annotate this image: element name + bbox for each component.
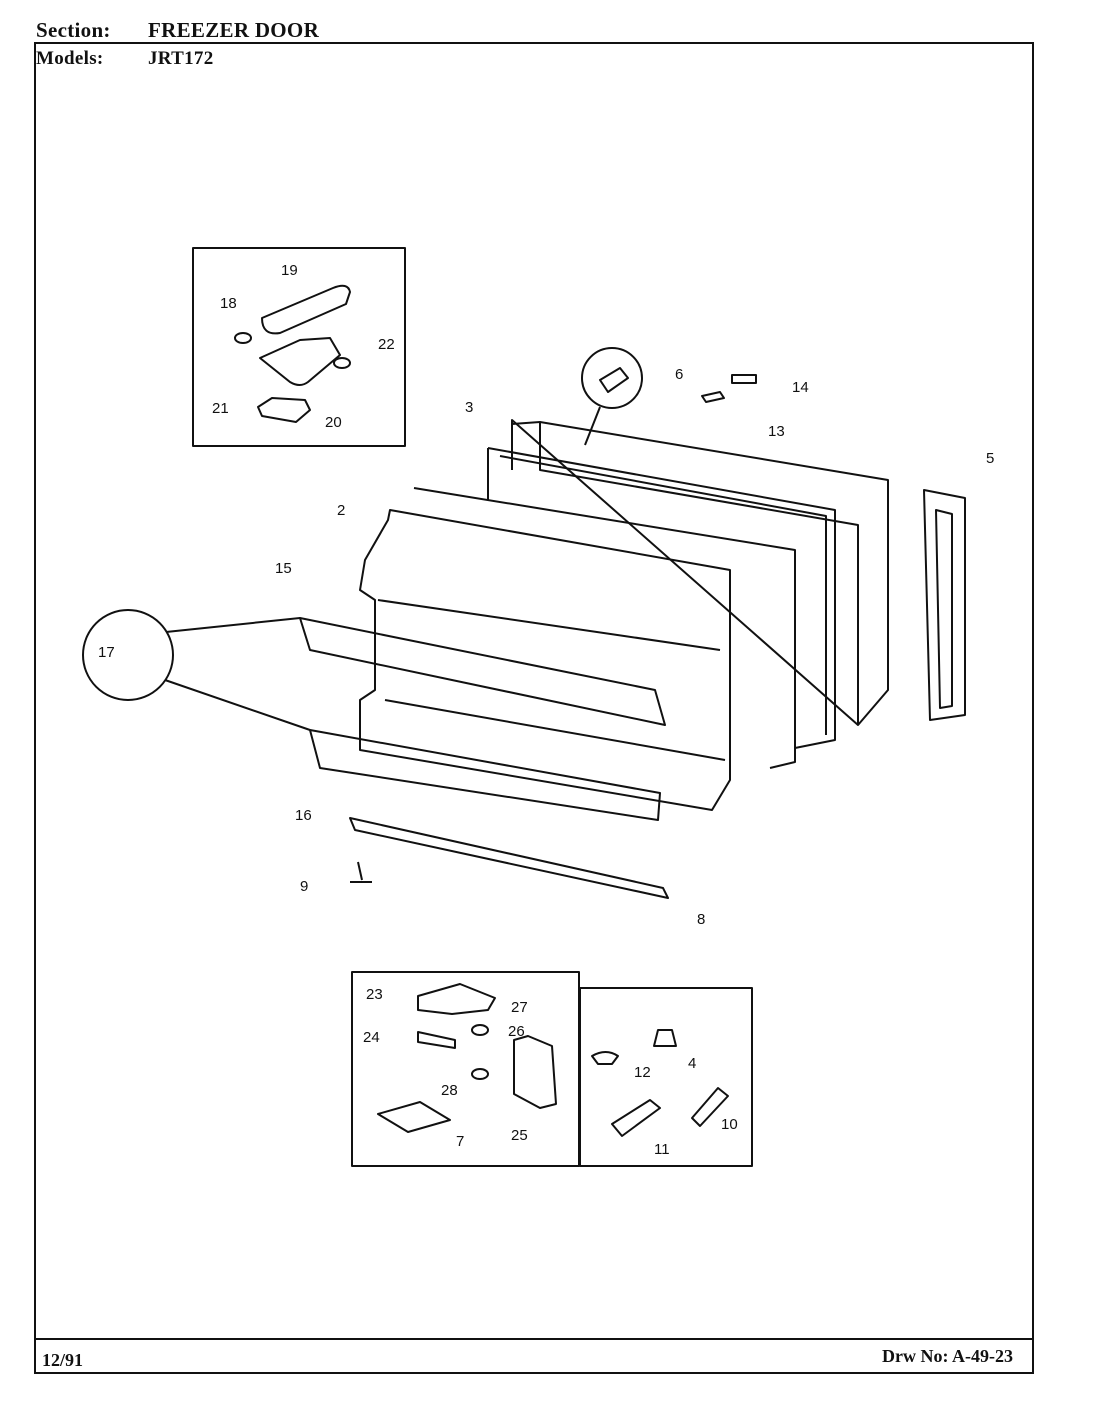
callout-28: 28 (441, 1082, 458, 1099)
drawing-frame (34, 42, 1034, 1374)
callout-17: 17 (98, 644, 115, 661)
door-gasket (487, 447, 836, 749)
models-value: JRT172 (148, 48, 214, 69)
hinge-parts-inset (351, 971, 580, 1167)
footer-divider (34, 1338, 1034, 1340)
callout-24: 24 (363, 1029, 380, 1046)
section-key: Section: (36, 18, 111, 42)
callout-21: 21 (212, 400, 229, 417)
misc-parts-inset (579, 987, 753, 1167)
door-shelf-lower (309, 729, 661, 821)
callout-19: 19 (281, 262, 298, 279)
strip-part (731, 374, 757, 384)
hinge-pin-detail (581, 347, 643, 409)
callout-7: 7 (456, 1133, 464, 1150)
callout-27: 27 (511, 999, 528, 1016)
clip-part (701, 391, 725, 403)
footer-drawing-number: Drw No: A-49-23 (882, 1346, 1013, 1366)
callout-3: 3 (465, 399, 473, 416)
callout-20: 20 (325, 414, 342, 431)
callout-4: 4 (688, 1055, 696, 1072)
inner-door-liner (413, 487, 796, 769)
footer-date: 12/91 (42, 1350, 84, 1370)
callout-25: 25 (511, 1127, 528, 1144)
callout-23: 23 (366, 986, 383, 1003)
callout-22: 22 (378, 336, 395, 353)
callout-18: 18 (220, 295, 237, 312)
callout-26: 26 (508, 1023, 525, 1040)
callout-8: 8 (697, 911, 705, 928)
callout-9: 9 (300, 878, 308, 895)
shelf-end-detail (82, 609, 174, 701)
section-value: FREEZER DOOR (148, 18, 320, 42)
models-key: Models: (36, 48, 104, 69)
callout-10: 10 (721, 1116, 738, 1133)
callout-15: 15 (275, 560, 292, 577)
part-callouts: 2 3 4 5 6 7 8 9 10 11 12 13 14 15 16 17 … (98, 262, 994, 1158)
side-rail (923, 489, 966, 721)
section-heading: Section: FREEZER DOOR (36, 18, 319, 43)
callout-2: 2 (337, 502, 345, 519)
screw-part (350, 861, 372, 883)
callout-13: 13 (768, 423, 785, 440)
callout-16: 16 (295, 807, 312, 824)
handle-plate-part (257, 397, 311, 423)
callout-6: 6 (675, 366, 683, 383)
handle-bracket-part (259, 337, 341, 386)
door-shelf-upper (299, 617, 666, 726)
callout-12: 12 (634, 1064, 651, 1081)
callout-11: 11 (654, 1141, 670, 1158)
handle-cover-part (261, 284, 351, 335)
handle-screw-part (234, 332, 252, 344)
handle-parts-inset (192, 247, 406, 447)
models-heading: Models: JRT172 (36, 48, 214, 70)
bottom-trim-strip (349, 817, 669, 899)
callout-14: 14 (792, 379, 809, 396)
callout-5: 5 (986, 450, 994, 467)
hinge-pin-part (599, 367, 629, 393)
outer-door-panel (511, 419, 889, 726)
handle-washer-part (333, 357, 351, 369)
